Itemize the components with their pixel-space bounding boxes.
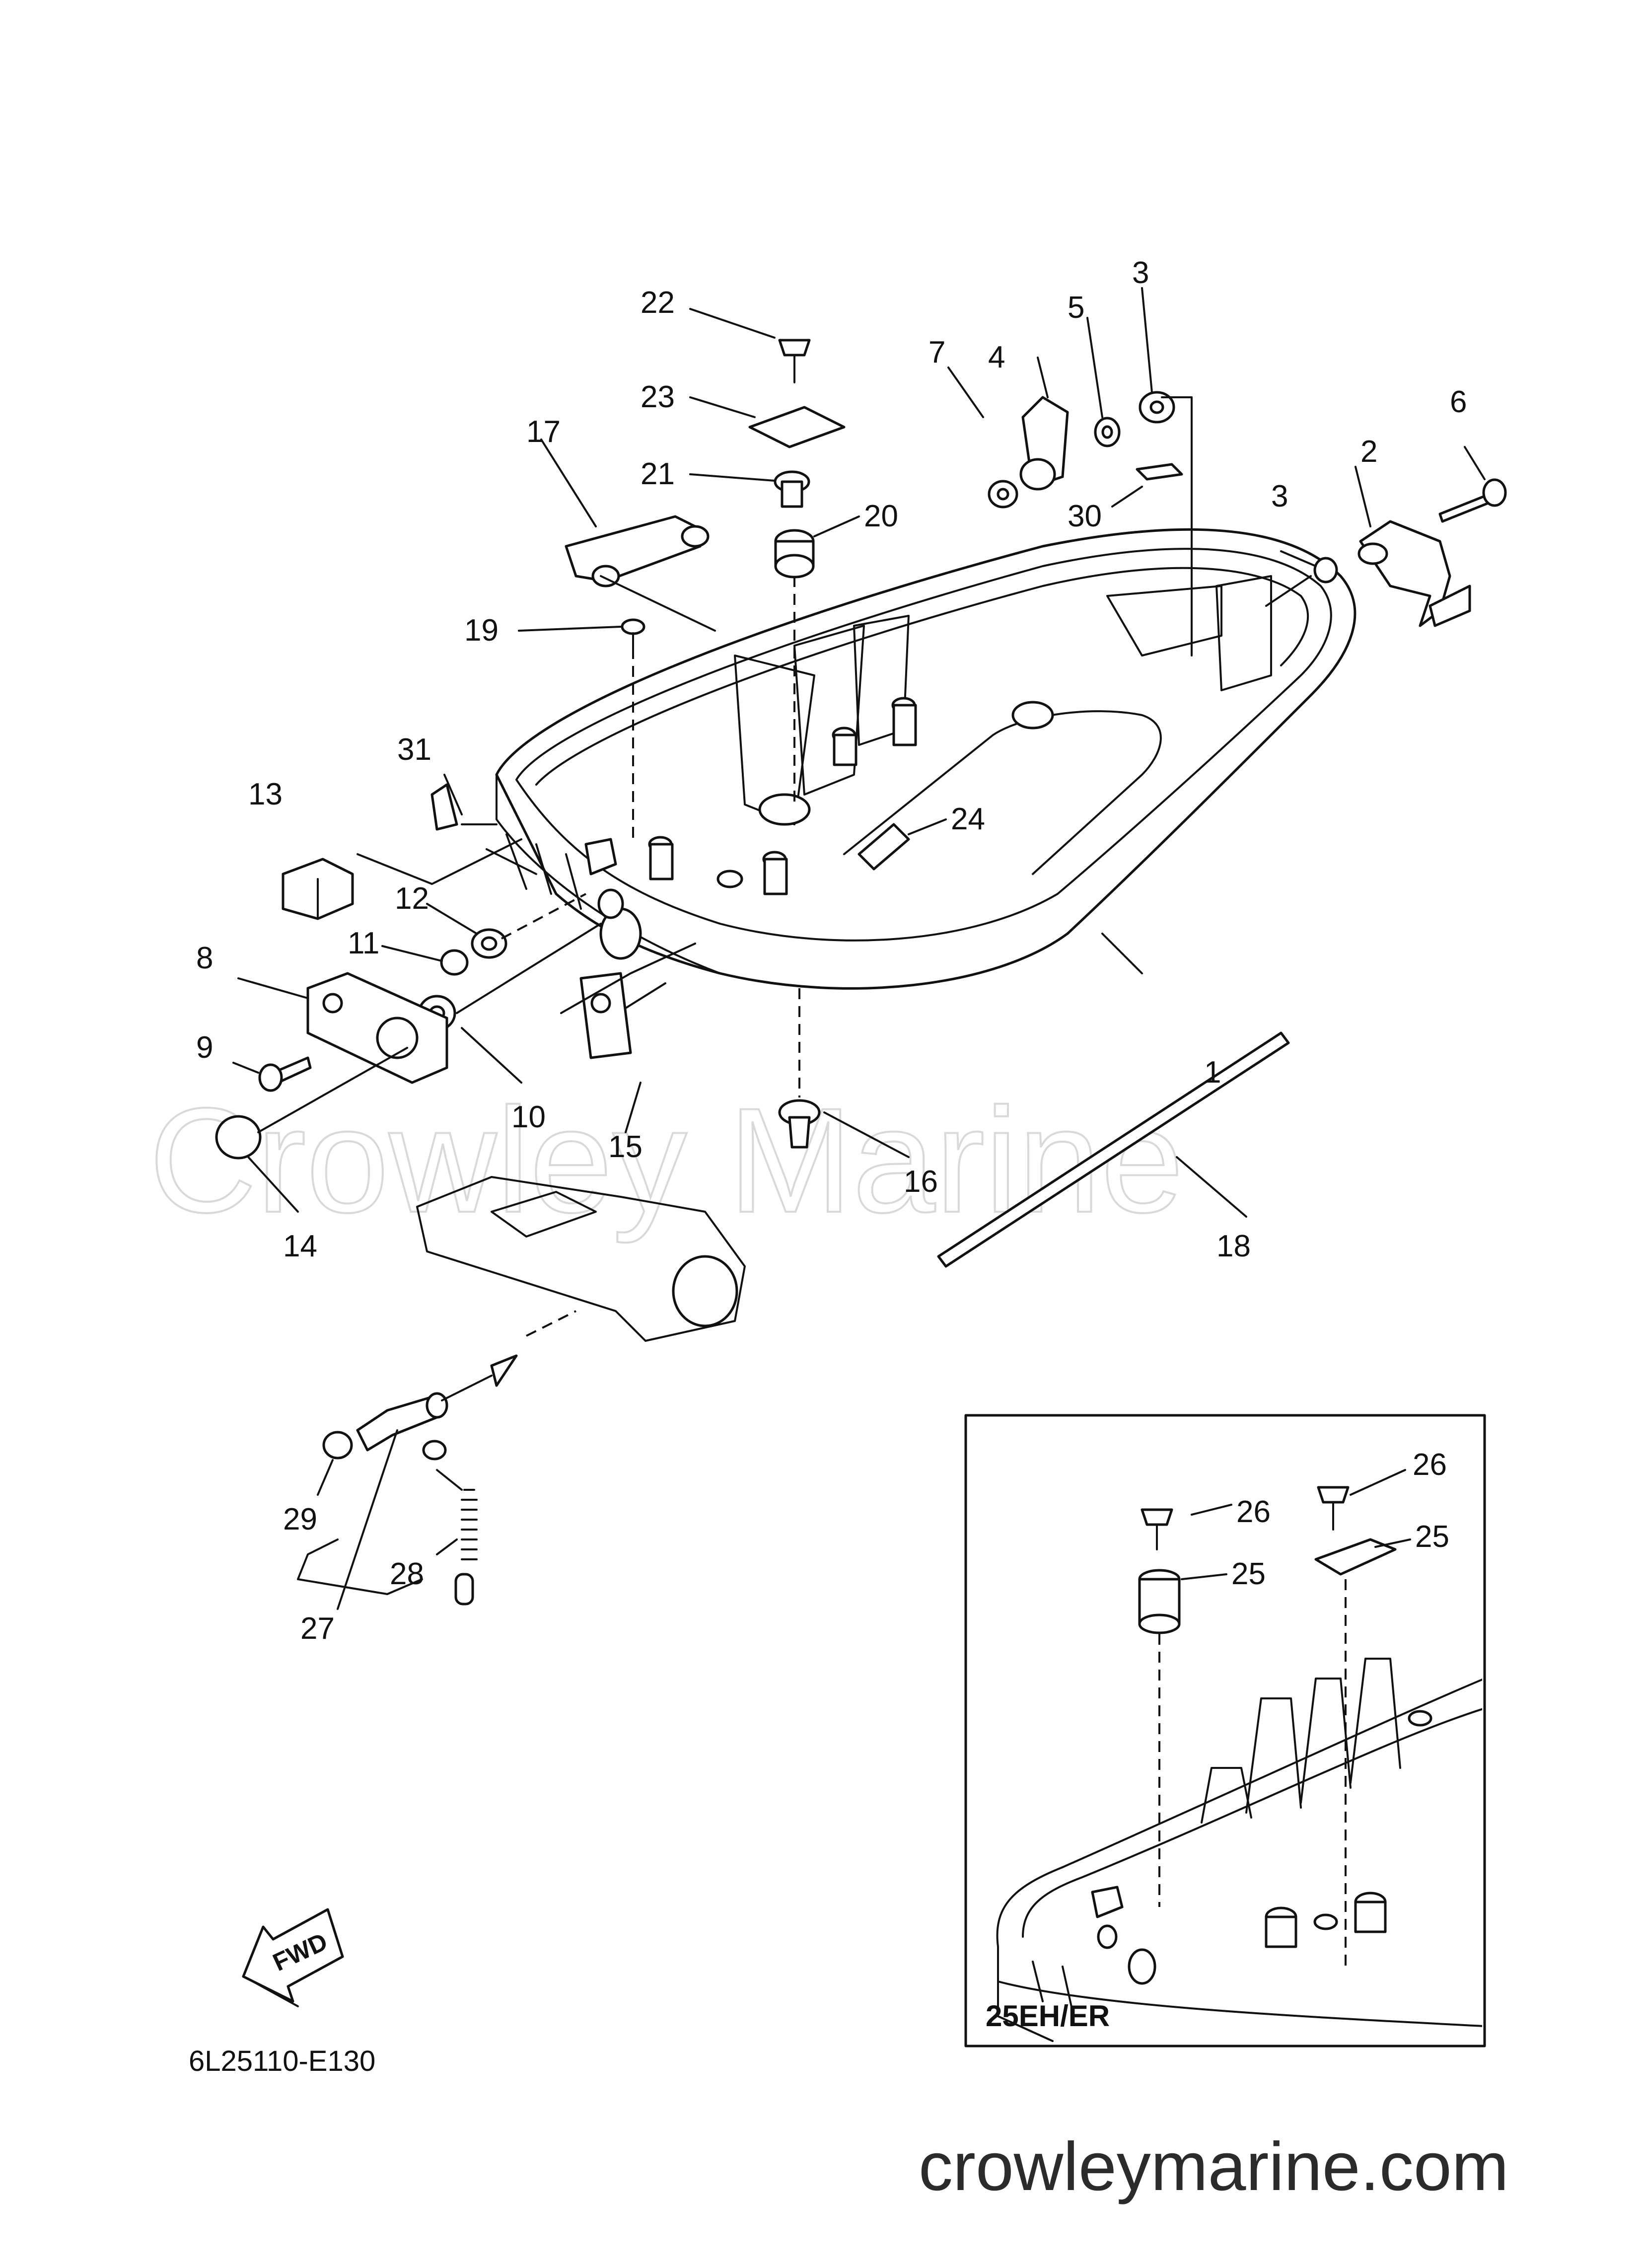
part-19-screw xyxy=(621,618,645,635)
inset-callout-25a: 25 xyxy=(1231,1557,1266,1591)
part-17-handle xyxy=(565,515,702,583)
inset-callout-26b: 26 xyxy=(1413,1448,1447,1482)
part-3-grommet xyxy=(1313,557,1338,584)
callout-3-right: 3 xyxy=(1271,479,1288,513)
callout-6: 6 xyxy=(1450,385,1467,419)
part-23-plate xyxy=(748,406,846,448)
part-31-label xyxy=(430,783,458,831)
callout-28: 28 xyxy=(390,1557,424,1591)
callout-9: 9 xyxy=(196,1030,213,1065)
callout-2: 2 xyxy=(1360,435,1377,469)
lower-unit-outline xyxy=(416,1176,746,1342)
callout-14: 14 xyxy=(283,1229,317,1263)
callout-30: 30 xyxy=(1068,499,1102,533)
part-11-plug xyxy=(440,949,469,976)
callout-22: 22 xyxy=(641,286,675,320)
inset-25eh-er: 26 26 25 25 25EH/ER xyxy=(964,1414,1486,2048)
site-url[interactable]: crowleymarine.com xyxy=(919,2128,1509,2205)
callout-21: 21 xyxy=(641,457,675,491)
leader-lines xyxy=(232,287,1486,1610)
callout-19: 19 xyxy=(464,613,499,648)
diagram-code: 6L25110-E130 xyxy=(189,2045,375,2077)
callout-20: 20 xyxy=(864,499,898,533)
callout-29: 29 xyxy=(283,1502,317,1536)
fwd-arrow: FWD xyxy=(242,1908,344,2007)
callout-8: 8 xyxy=(196,941,213,975)
callout-7: 7 xyxy=(928,335,945,369)
callout-4: 4 xyxy=(988,340,1005,374)
callout-15: 15 xyxy=(608,1130,643,1164)
callout-5: 5 xyxy=(1068,291,1084,325)
callout-numbers: 1 2 3 3 4 5 6 7 8 9 10 11 12 13 14 15 16… xyxy=(196,256,1467,1646)
part-30-label xyxy=(1136,463,1183,481)
callout-24: 24 xyxy=(951,802,985,836)
inset-frame xyxy=(964,1414,1486,2048)
callout-27: 27 xyxy=(300,1611,335,1646)
inset-callout-26a: 26 xyxy=(1236,1495,1271,1529)
callout-13: 13 xyxy=(248,777,283,811)
fwd-arrow-icon xyxy=(242,1908,344,2003)
callout-18: 18 xyxy=(1216,1229,1251,1263)
callout-31: 31 xyxy=(397,732,431,767)
callout-23: 23 xyxy=(641,380,675,414)
inset-part-26b-bolt xyxy=(1317,1486,1350,1504)
callout-12: 12 xyxy=(395,881,429,916)
callout-1: 1 xyxy=(1204,1055,1221,1090)
part-24-fitting xyxy=(857,823,910,871)
part-28-cord xyxy=(461,1489,478,1560)
callout-16: 16 xyxy=(904,1165,938,1199)
bottom-cowling xyxy=(495,528,1356,990)
inset-label: 25EH/ER xyxy=(986,1999,1110,2033)
inset-part-26a-bolt xyxy=(1141,1508,1173,1526)
inset-part-25b-plate xyxy=(1314,1538,1397,1576)
watermark-text: Crowley Marine xyxy=(149,1077,1184,1244)
part-29-cap xyxy=(322,1431,353,1460)
part-18-hose xyxy=(937,1031,1290,1268)
callout-11: 11 xyxy=(348,926,379,960)
callout-10: 10 xyxy=(511,1100,546,1134)
part-15-bracket xyxy=(579,972,632,1059)
part-22-bolt xyxy=(778,339,811,357)
inset-callout-25b: 25 xyxy=(1415,1520,1449,1554)
part-8-plate xyxy=(306,972,448,1084)
callout-3-top: 3 xyxy=(1132,256,1149,290)
part-14-plug xyxy=(215,1115,262,1160)
callout-17: 17 xyxy=(526,415,561,449)
